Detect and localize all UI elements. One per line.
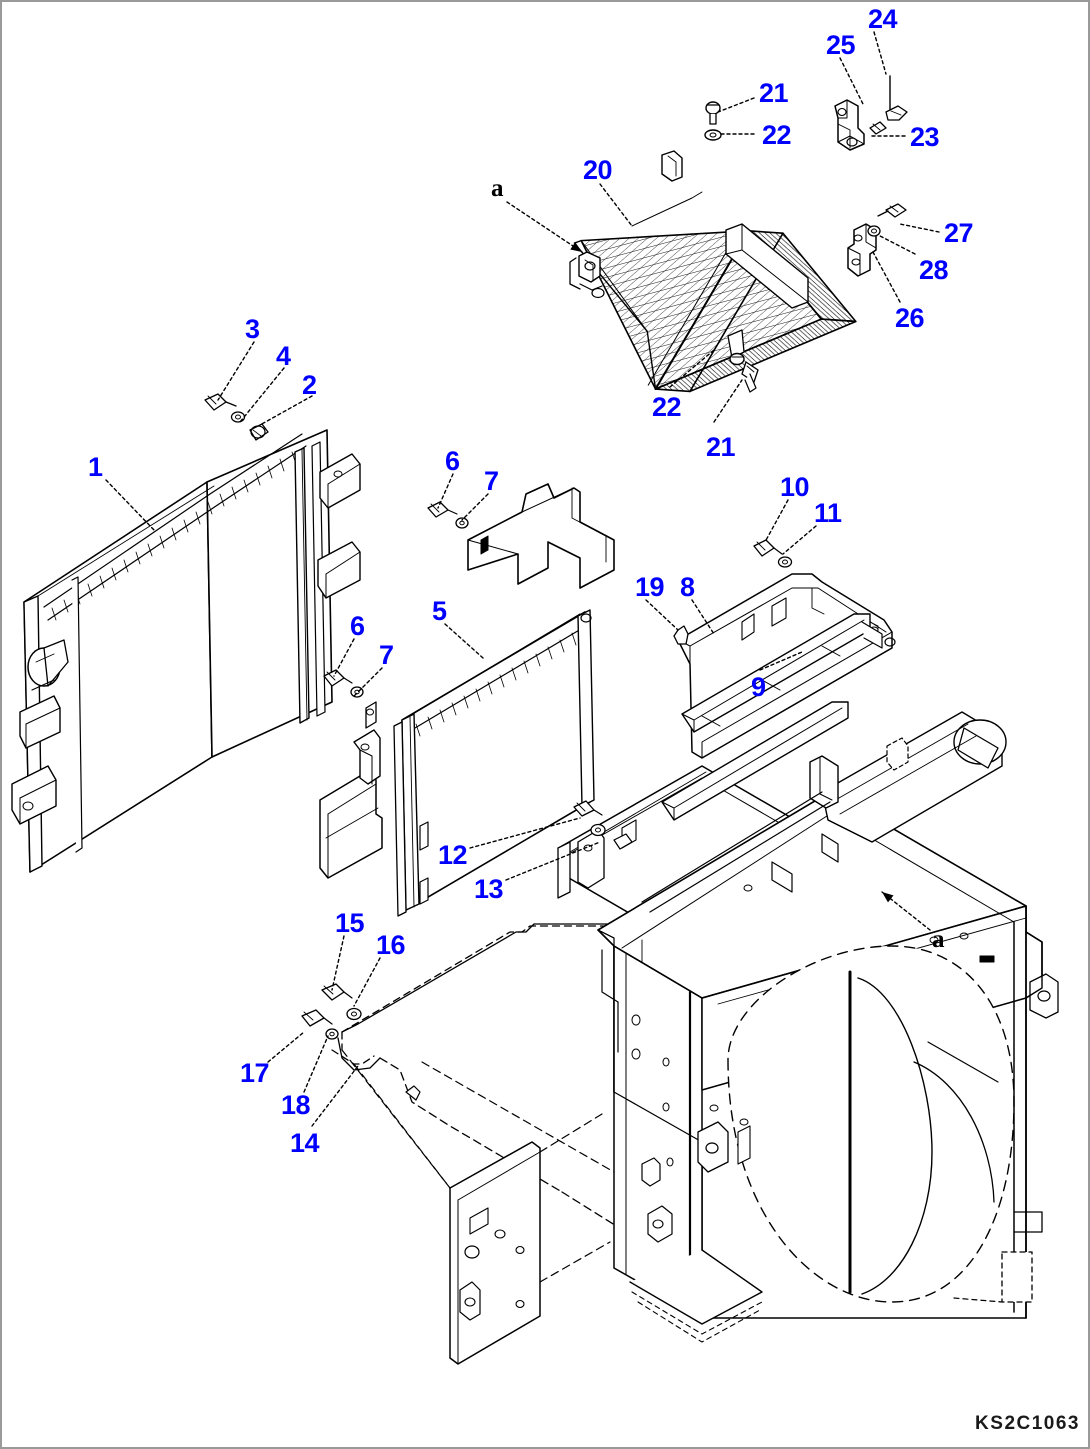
fastener-group-6-7-lower [323,669,364,698]
leader-line-6 [333,638,355,677]
leader-line-6 [437,473,454,509]
leader-line-2 [259,395,313,426]
leader-line-12 [469,817,581,849]
detail-mark-a: a [932,926,945,953]
callout-16: 16 [376,930,406,960]
support-bracket-left [319,729,383,879]
callout-10: 10 [780,472,810,502]
callout-7: 7 [379,640,394,670]
callout-1: 1 [88,452,103,482]
callout-7: 7 [484,466,499,496]
leader-line-9 [759,651,803,671]
condenser-core-20 [569,150,857,393]
callout-28: 28 [919,255,949,285]
detail-leader-a [506,201,583,253]
fastener-group-17-18 [301,1009,339,1040]
callout-14: 14 [290,1128,320,1158]
lower-support-arm-14-solid [337,923,643,1243]
shroud-lower-arc [913,1041,1003,1303]
leader-line-19 [645,599,679,631]
callout-22: 22 [652,392,682,422]
fastener-28 [867,225,881,237]
callout-21: 21 [706,432,736,462]
leader-line-4 [239,367,285,423]
callout-8: 8 [680,572,695,602]
fastener-group-6-7-upper [427,501,469,529]
detail-mark-a: a [491,175,504,202]
callout-21: 21 [759,78,789,108]
leader-line-13 [505,841,601,881]
oil-cooler-5 [365,609,595,917]
callout-5: 5 [432,596,447,626]
leader-line-1 [105,479,155,531]
fastener-group-15-16 [321,983,362,1021]
leader-line-21 [717,97,755,113]
drawing-code: KS2C1063 [975,1413,1080,1434]
callout-4: 4 [276,341,291,371]
callout-27: 27 [944,218,974,248]
leader-line-7 [461,493,489,521]
fastener-group-12-13 [573,800,633,850]
callout-18: 18 [281,1090,311,1120]
callout-24: 24 [868,4,898,34]
fastener-group-2-3-4 [204,393,269,441]
leader-line-10 [764,499,789,543]
callout-6: 6 [445,446,460,476]
fastener-21-22-bottom [729,352,759,393]
fastener-24 [885,75,908,121]
leader-line-15 [331,935,345,991]
leader-line-27 [899,223,940,233]
bracket-26 [847,223,877,277]
callout-11: 11 [814,498,842,528]
leader-line-20 [599,183,633,227]
callout-23: 23 [910,122,940,152]
callout-15: 15 [335,908,365,938]
fastener-25 [869,121,887,135]
detail-arrowhead-a [882,892,894,903]
leader-line-24 [873,31,887,75]
callout-26: 26 [895,303,925,333]
leader-line-5 [444,623,484,659]
radiator-1 [11,429,361,873]
callout-22: 22 [762,120,792,150]
leader-line-21 [713,379,743,423]
leader-line-17 [267,1031,305,1063]
callout-3: 3 [245,314,260,344]
bracket-23 [834,99,865,151]
shroud-panel-7 [467,483,615,589]
callout-17: 17 [240,1058,270,1088]
callout-2: 2 [302,370,317,400]
callout-20: 20 [583,155,613,185]
leader-line-25 [839,57,865,107]
detail-arrowhead-a [570,242,582,252]
leader-line-16 [353,957,381,1007]
radiator-shroud-housing [341,613,1059,1365]
fastener-21-22-top [704,101,722,141]
leader-line-7 [353,667,383,697]
callout-25: 25 [826,30,856,60]
leader-line-14 [311,1065,359,1127]
leader-line-22 [669,349,715,388]
fastener-27 [877,203,907,218]
leader-line-28 [879,235,916,255]
callout-9: 9 [751,672,766,702]
callout-19: 19 [635,572,665,602]
leader-line-11 [782,525,817,555]
leader-line-3 [217,341,255,401]
callout-13: 13 [474,874,504,904]
leader-line-26 [872,251,901,303]
callout-6: 6 [350,611,365,641]
fastener-group-10-11 [753,539,793,568]
callout-12: 12 [438,840,468,870]
leader-line-8 [691,599,715,635]
leader-line-18 [303,1035,329,1093]
